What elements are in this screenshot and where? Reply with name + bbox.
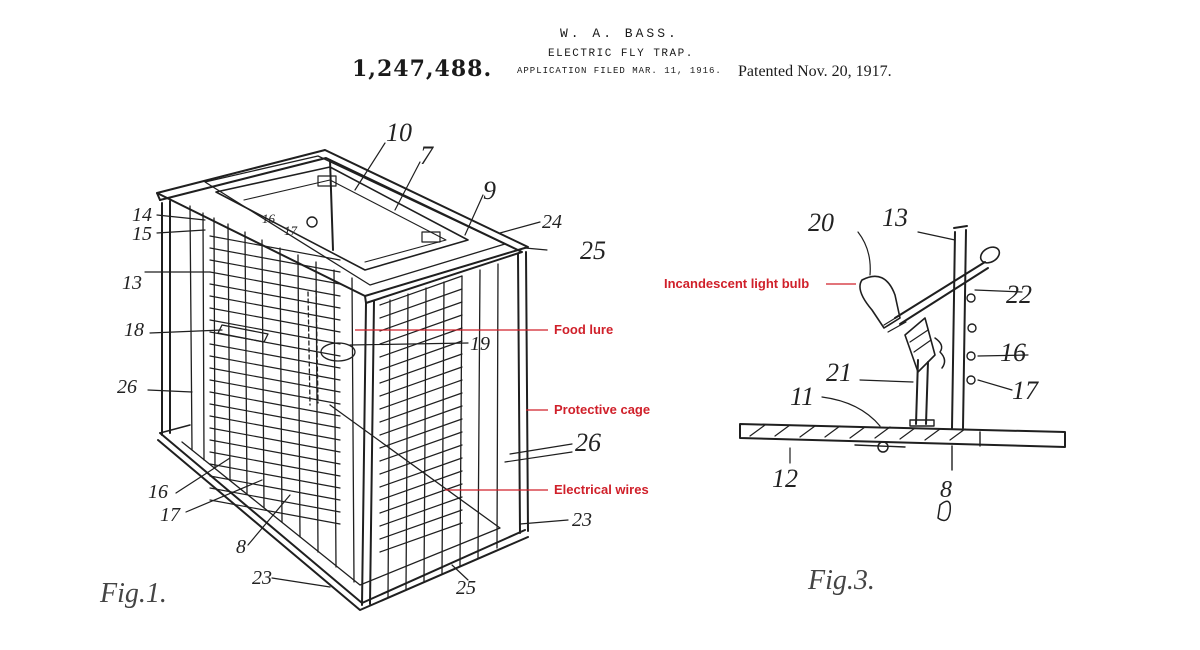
ref-17-top: 17	[284, 223, 297, 238]
top-lid	[215, 166, 469, 271]
ref-26-right: 26	[575, 428, 601, 457]
fig3-label: Fig.3.	[808, 565, 875, 596]
fig1-label: Fig.1.	[100, 578, 167, 609]
ref-25-bottom: 25	[456, 577, 476, 599]
ref-9: 9	[483, 176, 496, 205]
patent-number: 1,247,488.	[352, 56, 493, 82]
callout-protective-cage: Protective cage	[554, 402, 651, 417]
ref-16: 16	[148, 481, 168, 503]
fig1-drawing	[144, 142, 573, 611]
cage-bars	[189, 205, 499, 599]
ref3-13: 13	[882, 203, 908, 232]
ref-24: 24	[542, 211, 562, 233]
ref-17: 17	[160, 504, 180, 526]
bulb-assembly	[859, 275, 946, 427]
leader-lines-fig1	[144, 142, 573, 588]
patented-date: Patented Nov. 20, 1917.	[738, 63, 892, 80]
ref-10: 10	[386, 118, 412, 147]
grid-wires	[209, 235, 463, 553]
ref3-17: 17	[1012, 376, 1038, 405]
ref3-22: 22	[1006, 280, 1032, 309]
callout-light-bulb: Incandescent light bulb	[664, 276, 810, 291]
lure-assembly	[217, 289, 356, 406]
ref3-21: 21	[826, 358, 852, 387]
application-filed: APPLICATION FILED MAR. 11, 1916.	[517, 66, 722, 76]
vertical-post	[951, 225, 977, 429]
callout-lines	[355, 283, 856, 491]
ref-8: 8	[236, 536, 246, 558]
inventor-name: W. A. BASS.	[560, 26, 679, 41]
invention-title: ELECTRIC FLY TRAP.	[548, 48, 694, 60]
ref-14: 14	[132, 204, 152, 226]
ref-7: 7	[420, 141, 433, 170]
ref3-16: 16	[1000, 338, 1026, 367]
leader-lines-fig3	[789, 231, 1029, 464]
ref-23-right: 23	[572, 509, 592, 531]
ref-23-bottom: 23	[252, 567, 272, 589]
ref3-11: 11	[790, 382, 815, 411]
ref-16-top: 16	[262, 211, 275, 226]
switch-handle	[894, 246, 1001, 325]
ref-19: 19	[470, 333, 490, 355]
ref-13: 13	[122, 272, 142, 294]
ref-18: 18	[124, 319, 144, 341]
callout-electrical-wires: Electrical wires	[554, 482, 649, 497]
ref-15: 15	[132, 223, 152, 245]
callout-food-lure: Food lure	[554, 322, 614, 337]
ref3-20: 20	[808, 208, 834, 237]
ref3-12: 12	[772, 464, 798, 493]
ref3-8: 8	[940, 477, 952, 503]
base-plate	[739, 423, 1066, 522]
ref-25-top: 25	[580, 236, 606, 265]
fig3-drawing	[739, 225, 1066, 522]
ref-26-left: 26	[117, 376, 137, 398]
cage-frame	[156, 149, 529, 611]
